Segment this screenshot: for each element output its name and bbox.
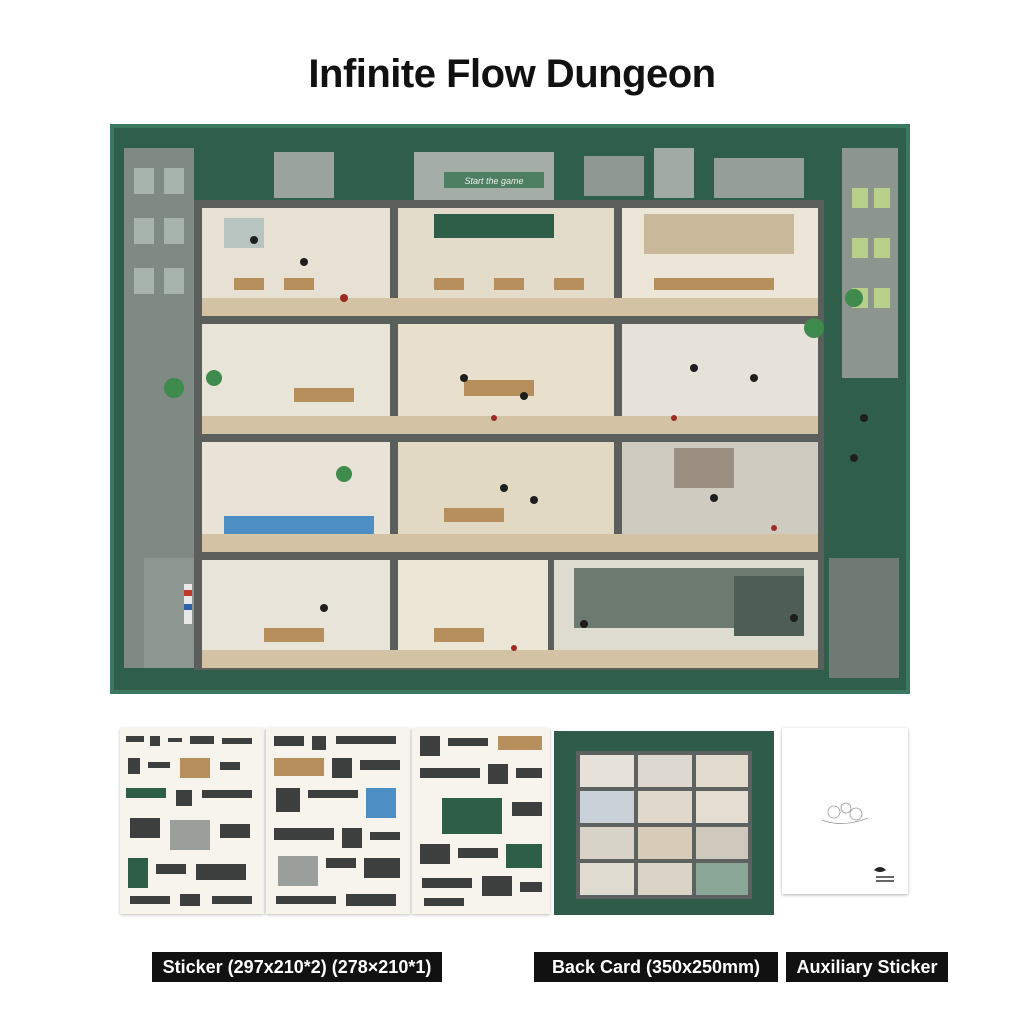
- sticker-sheet-3-pattern: [420, 736, 542, 906]
- backcard-label: Back Card (350x250mm): [534, 952, 778, 982]
- sticker-sheet-1-pattern: [126, 736, 252, 906]
- back-card-pattern: [576, 751, 752, 899]
- auxiliary-label: Auxiliary Sticker: [786, 952, 948, 982]
- page-title: Infinite Flow Dungeon: [308, 52, 716, 96]
- back-card: [554, 731, 774, 915]
- sticker-sheet-2: [266, 728, 410, 914]
- sticker-label: Sticker (297x210*2) (278×210*1): [152, 952, 442, 982]
- sticker-sheet-2-pattern: [274, 736, 400, 906]
- sticker-sheet-1: [120, 728, 264, 914]
- auxiliary-sticker: [782, 728, 908, 894]
- building-cutaway-illustration: Start the game: [114, 128, 906, 690]
- sticker-sheet-3: [412, 728, 550, 914]
- auxiliary-sticker-pattern: [821, 802, 894, 882]
- poster-illustration: Start the game: [110, 124, 910, 694]
- rooftop-sign: Start the game: [464, 176, 523, 186]
